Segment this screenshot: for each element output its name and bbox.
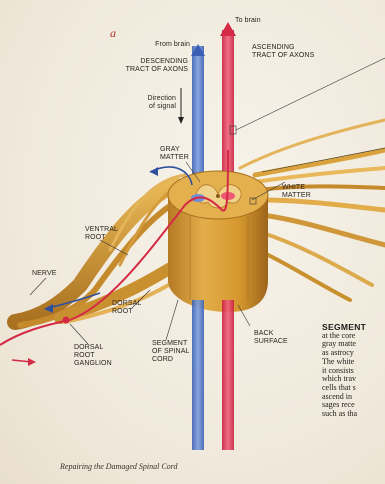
- page-caption: Repairing the Damaged Spinal Cord: [60, 462, 177, 471]
- white-matter-label-line: MATTER: [282, 192, 311, 200]
- direction-arrow-head: [178, 117, 184, 124]
- back-surface-label: BACK SURFACE: [254, 330, 288, 346]
- ventral-root-label-line: ROOT: [85, 234, 118, 242]
- descending-tract-lower: [192, 300, 204, 450]
- ganglion-label-line: GANGLION: [74, 360, 112, 368]
- ascending-tract-label: ASCENDING TRACT OF AXONS: [252, 44, 314, 60]
- gray-matter-label-line: GRAY: [160, 146, 189, 154]
- body-text-column: SEGMENT at the core gray matte as astroc…: [322, 323, 385, 419]
- motor-arrow-head: [150, 167, 158, 176]
- dorsal-root-label-line: DORSAL: [112, 300, 141, 308]
- descending-label-line: TRACT OF AXONS: [116, 66, 188, 74]
- ascending-tract-lower: [222, 300, 234, 450]
- nerve-label: NERVE: [32, 270, 57, 278]
- back-surface-label-line: SURFACE: [254, 338, 288, 346]
- ventral-root-label: VENTRAL ROOT: [85, 226, 118, 242]
- segment-of-spinal-cord-label: SEGMENT OF SPINAL CORD: [152, 340, 189, 364]
- gray-matter-label: GRAY MATTER: [160, 146, 189, 162]
- direction-label-line: Direction: [126, 95, 176, 103]
- to-brain-arrow: [220, 22, 236, 36]
- ganglion-label-line: DORSAL: [74, 344, 112, 352]
- dorsal-root-ganglion-label: DORSAL ROOT GANGLION: [74, 344, 112, 368]
- descending-label-line: DESCENDING: [116, 58, 188, 66]
- from-brain-label: From brain: [138, 41, 190, 49]
- segment-label-line: OF SPINAL: [152, 348, 189, 356]
- sensory-arrow-head: [28, 358, 36, 366]
- descending-tract-label: DESCENDING TRACT OF AXONS: [116, 58, 188, 74]
- ventral-root-label-line: VENTRAL: [85, 226, 118, 234]
- ganglion-cell: [63, 317, 70, 324]
- direction-label-line: of signal: [126, 103, 176, 111]
- segment-label-line: SEGMENT: [152, 340, 189, 348]
- ascending-label-line: TRACT OF AXONS: [252, 52, 314, 60]
- gray-matter-label-line: MATTER: [160, 154, 189, 162]
- dorsal-root-label-line: ROOT: [112, 308, 141, 316]
- white-matter-label: WHITE MATTER: [282, 184, 311, 200]
- figure-letter: a: [110, 26, 116, 41]
- ascending-label-line: ASCENDING: [252, 44, 314, 52]
- dorsal-root-label: DORSAL ROOT: [112, 300, 141, 316]
- ganglion-label-line: ROOT: [74, 352, 112, 360]
- body-text-line: such as tha: [322, 410, 385, 419]
- white-matter-label-line: WHITE: [282, 184, 311, 192]
- back-surface-label-line: BACK: [254, 330, 288, 338]
- to-brain-label: To brain: [235, 17, 261, 25]
- spinal-cord-segment: [168, 171, 268, 312]
- direction-of-signal-label: Direction of signal: [126, 95, 176, 111]
- segment-label-line: CORD: [152, 356, 189, 364]
